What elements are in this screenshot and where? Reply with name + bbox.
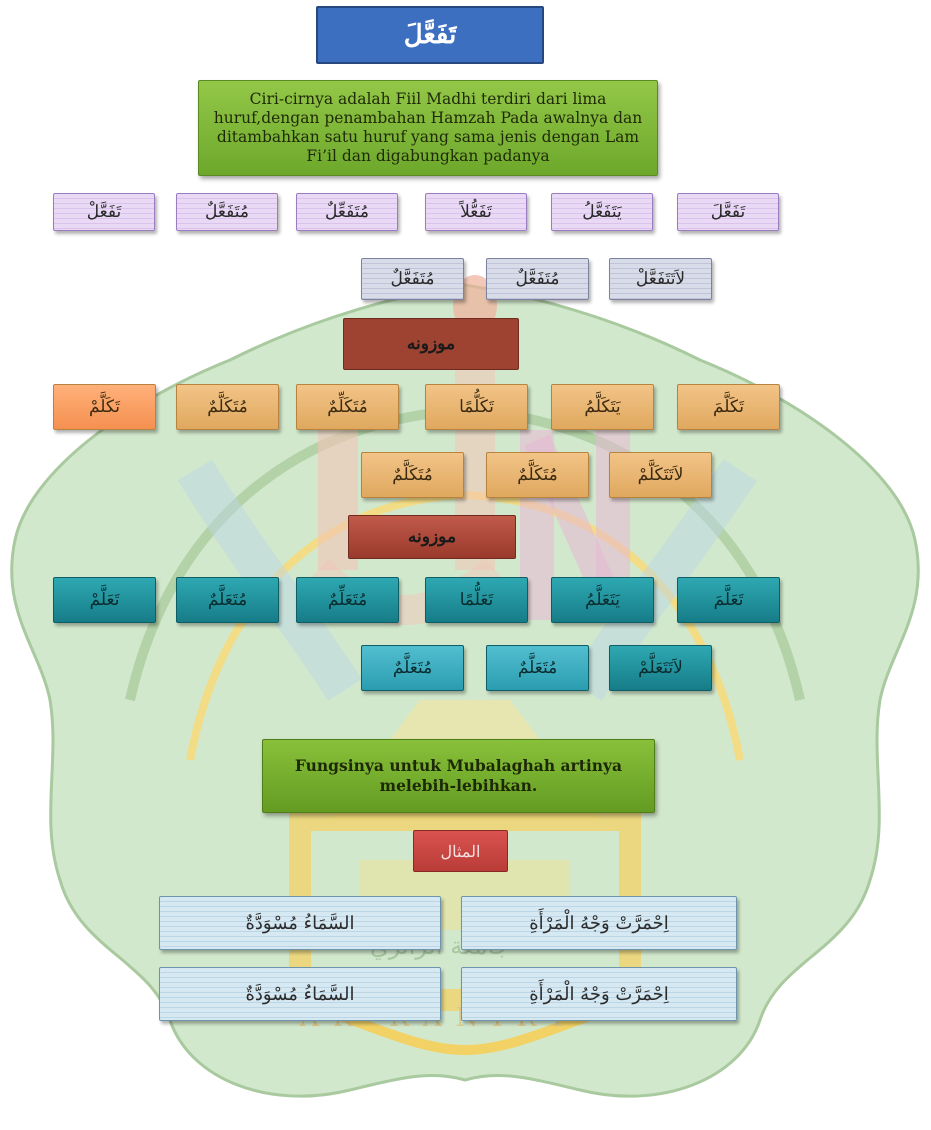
pattern-cell: مُتَفَعَّلٌ (486, 258, 589, 300)
example-sentence: السَّمَاءُ مُسْوَدَّةٌ (159, 896, 441, 950)
pattern-title: تَفَعَّلَ (316, 6, 544, 64)
mithal-label: المثال (413, 830, 508, 872)
example-cell: مُتَكَلَّمٌ (361, 452, 464, 498)
example-cell: يَتَكَلَّمُ (551, 384, 654, 430)
example-cell: لاَتَتَكَلَّمْ (609, 452, 712, 498)
example-cell: تَعَلُّمًا (425, 577, 528, 623)
pattern-cell: مُتَفَعِّلٌ (296, 193, 398, 231)
example-cell: تَكَلَّمَ (677, 384, 780, 430)
pattern-cell: تَفَعُّلاً (425, 193, 527, 231)
example-cell: مُتَكَلَّمٌ (486, 452, 589, 498)
description-box: Ciri-cirnya adalah Fiil Madhi terdiri da… (198, 80, 658, 176)
example-cell: مُتَعَلَّمٌ (361, 645, 464, 691)
example-sentence: اِحْمَرَّتْ وَجْهُ الْمَرْأَةِ (461, 896, 737, 950)
example-cell: مُتَكَلَّمٌ (176, 384, 279, 430)
example-cell: مُتَعَلَّمٌ (486, 645, 589, 691)
example-cell: تَعَلَّمْ (53, 577, 156, 623)
example-cell: مُتَعَلَّمٌ (176, 577, 279, 623)
pattern-cell: مُتَفَعَّلٌ (361, 258, 464, 300)
example-cell: مُتَعَلِّمٌ (296, 577, 399, 623)
example-cell: تَكَلَّمْ (53, 384, 156, 430)
function-box: Fungsinya untuk Mubalaghah artinya meleb… (262, 739, 655, 813)
pattern-cell: لاَتَتَفَعَّلْ (609, 258, 712, 300)
pattern-cell: يَتَفَعَّلُ (551, 193, 653, 231)
wazan-label: موزونه (348, 515, 516, 559)
example-sentence: اِحْمَرَّتْ وَجْهُ الْمَرْأَةِ (461, 967, 737, 1021)
example-cell: لاَتَتَعَلَّمْ (609, 645, 712, 691)
pattern-cell: تَفَعَّلَ (677, 193, 779, 231)
example-cell: يَتَعَلَّمُ (551, 577, 654, 623)
example-cell: تَعَلَّمَ (677, 577, 780, 623)
example-cell: تَكَلُّمًا (425, 384, 528, 430)
wazan-label: موزونه (343, 318, 519, 370)
pattern-cell: تَفَعَّلْ (53, 193, 155, 231)
pattern-cell: مُتَفَعَّلٌ (176, 193, 278, 231)
example-cell: مُتَكَلِّمٌ (296, 384, 399, 430)
example-sentence: السَّمَاءُ مُسْوَدَّةٌ (159, 967, 441, 1021)
